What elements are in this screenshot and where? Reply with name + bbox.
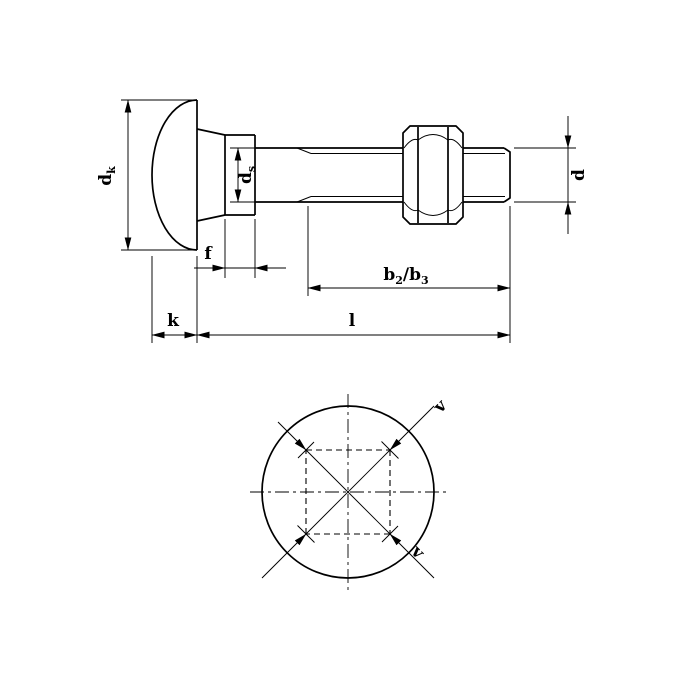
square-neck-hidden-outline bbox=[305, 449, 391, 535]
bolt-head-dome bbox=[151, 99, 198, 251]
dim-label-b23: b2/b3 bbox=[383, 265, 428, 287]
dim-b23-extension-lines bbox=[307, 206, 511, 343]
dim-v-lower-arrow-nw bbox=[277, 421, 307, 451]
dim-dk: dk bbox=[96, 99, 193, 251]
square-neck bbox=[224, 134, 256, 216]
dim-ds: ds bbox=[230, 147, 258, 203]
dim-v-upper-arrow-ne bbox=[389, 405, 435, 451]
dim-f-extension-lines bbox=[224, 219, 256, 278]
dim-v-upper-arrow-sw bbox=[261, 533, 307, 579]
bolt-side-view bbox=[151, 99, 511, 251]
thread-minor-lines bbox=[311, 153, 505, 197]
head-bottom-view: v v bbox=[250, 394, 452, 590]
hex-nut bbox=[402, 125, 464, 225]
dim-ds-extension-lines bbox=[230, 147, 256, 203]
thread-runout bbox=[296, 147, 312, 203]
dim-v-lower-ticks bbox=[297, 441, 399, 543]
dim-label-ds: ds bbox=[236, 166, 258, 184]
dim-v-lower-span bbox=[305, 449, 391, 535]
dim-label-f: f bbox=[204, 244, 213, 264]
bolt-end-chamfer bbox=[503, 147, 511, 203]
neck-taper bbox=[196, 128, 226, 222]
dim-label-k: k bbox=[167, 311, 180, 331]
dim-f: f bbox=[194, 219, 286, 278]
dim-v-lower: v bbox=[277, 421, 435, 579]
dim-d-extension-lines bbox=[514, 147, 576, 203]
dim-label-v-upper: v bbox=[429, 395, 452, 418]
dim-v-lower-arrow-se bbox=[389, 533, 435, 579]
dim-d: d bbox=[514, 116, 589, 234]
dim-label-d: d bbox=[569, 169, 589, 181]
hex-nut-facet-lines bbox=[417, 127, 449, 223]
dim-b23: b2/b3 bbox=[307, 206, 511, 343]
dim-label-v-lower: v bbox=[406, 541, 429, 564]
hex-nut-outline bbox=[402, 125, 464, 225]
dim-v-upper-ticks bbox=[297, 441, 399, 543]
dim-k-l-extension-lines bbox=[151, 256, 198, 343]
dim-k-l: k l bbox=[151, 256, 511, 343]
hex-nut-chamfer-arcs bbox=[403, 134, 463, 216]
dim-label-dk: dk bbox=[96, 166, 118, 186]
bolt-shaft bbox=[255, 147, 504, 203]
dim-label-l: l bbox=[349, 311, 356, 331]
dim-dk-extension-lines bbox=[121, 99, 193, 251]
